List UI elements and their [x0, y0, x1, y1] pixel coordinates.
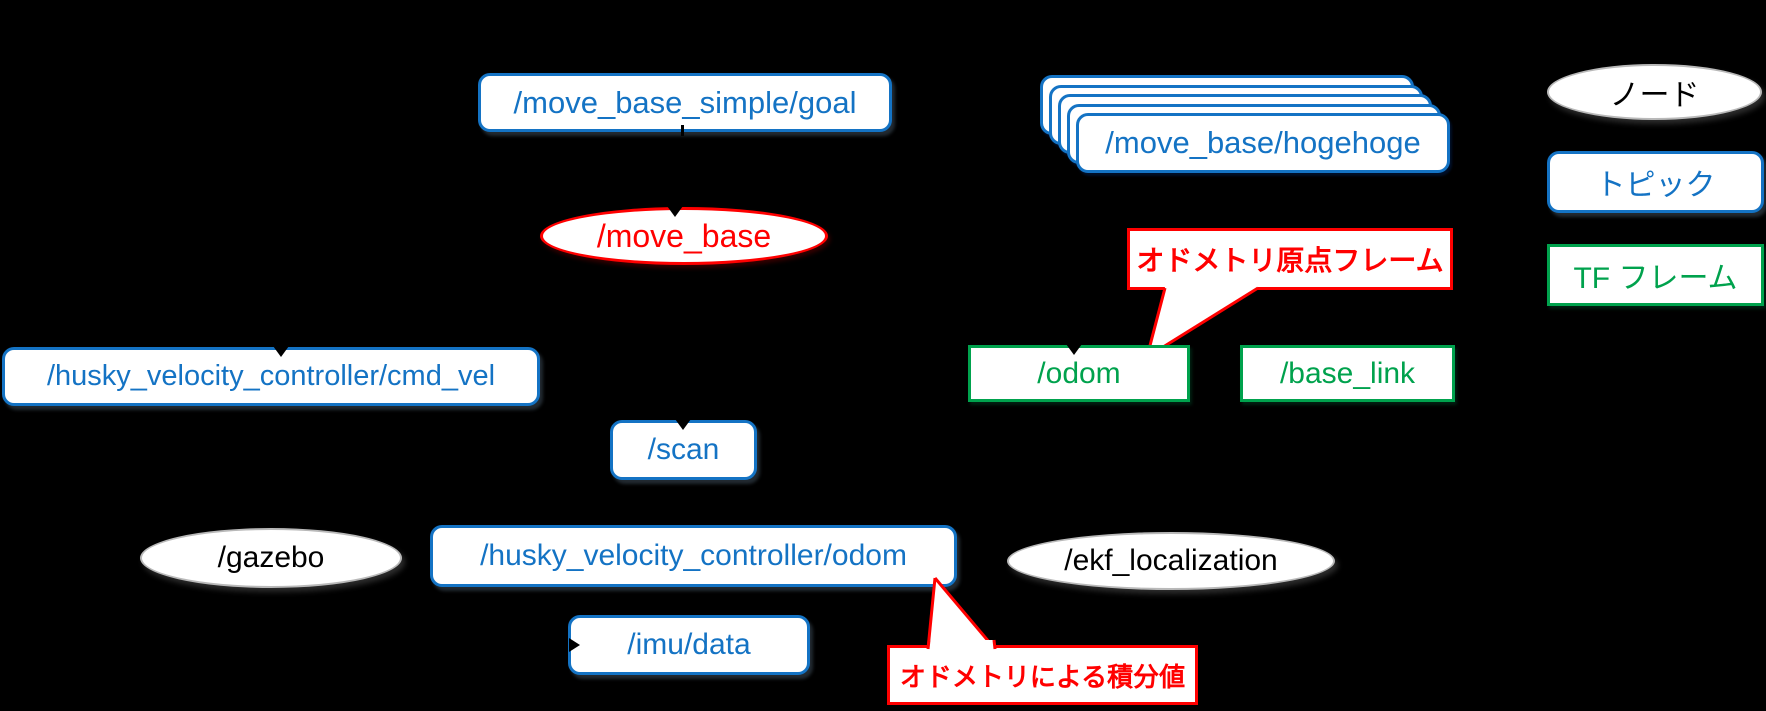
arrowhead-into-scan	[675, 419, 691, 430]
callout-odom-integral: オドメトリによる積分値	[887, 645, 1198, 705]
topic-label: /husky_velocity_controller/odom	[480, 539, 907, 572]
topic-imu-data: /imu/data	[568, 615, 810, 675]
arrowhead-into-move-base	[667, 206, 683, 217]
callout-label: オドメトリ原点フレーム	[1136, 245, 1444, 276]
callout-odom-integral-tail-mouth	[926, 639, 997, 651]
node-label: /ekf_localization	[1064, 544, 1278, 577]
arrowhead-into-imu	[569, 638, 580, 652]
callout-odom-origin: オドメトリ原点フレーム	[1127, 228, 1453, 290]
topic-label: /husky_velocity_controller/cmd_vel	[46, 360, 496, 392]
arrowhead-into-cmd-vel	[273, 346, 289, 357]
tf-frame-base-link: /base_link	[1240, 345, 1455, 402]
arrowhead-into-odom	[1066, 344, 1082, 355]
legend-topic-label: トピック	[1595, 169, 1716, 202]
legend-tf-box: TF フレーム	[1547, 244, 1764, 306]
node-label: /gazebo	[217, 541, 325, 574]
legend-topic-box: トピック	[1547, 151, 1764, 213]
legend-tf-label: TF フレーム	[1573, 262, 1738, 295]
node-move-base: /move_base	[540, 207, 828, 265]
topic-label: /scan	[647, 433, 720, 466]
tf-label: /odom	[1037, 356, 1121, 390]
topic-move-base-hogehoge: /move_base/hogehoge	[1076, 113, 1450, 173]
tf-label: /base_link	[1279, 356, 1416, 390]
callout-odom-integral-tail	[926, 577, 997, 651]
legend-node-ellipse: ノード	[1547, 64, 1762, 120]
node-ekf-localization: /ekf_localization	[1007, 532, 1335, 590]
node-label: /move_base	[596, 217, 772, 254]
topic-stack-move-base-hogehoge: /move_base/hogehoge	[1040, 75, 1452, 175]
topic-label: /move_base_simple/goal	[513, 84, 857, 120]
arrow-line-stub	[681, 125, 684, 136]
topic-husky-odom: /husky_velocity_controller/odom	[430, 525, 957, 587]
legend-node-label: ノード	[1609, 79, 1700, 112]
topic-label: /move_base/hogehoge	[1105, 125, 1421, 160]
topic-husky-cmd-vel: /husky_velocity_controller/cmd_vel	[2, 347, 540, 406]
topic-label: /imu/data	[627, 628, 751, 661]
callout-label: オドメトリによる積分値	[899, 661, 1186, 692]
topic-scan: /scan	[610, 420, 757, 480]
topic-move-base-simple-goal: /move_base_simple/goal	[478, 73, 892, 132]
node-gazebo: /gazebo	[140, 528, 402, 588]
